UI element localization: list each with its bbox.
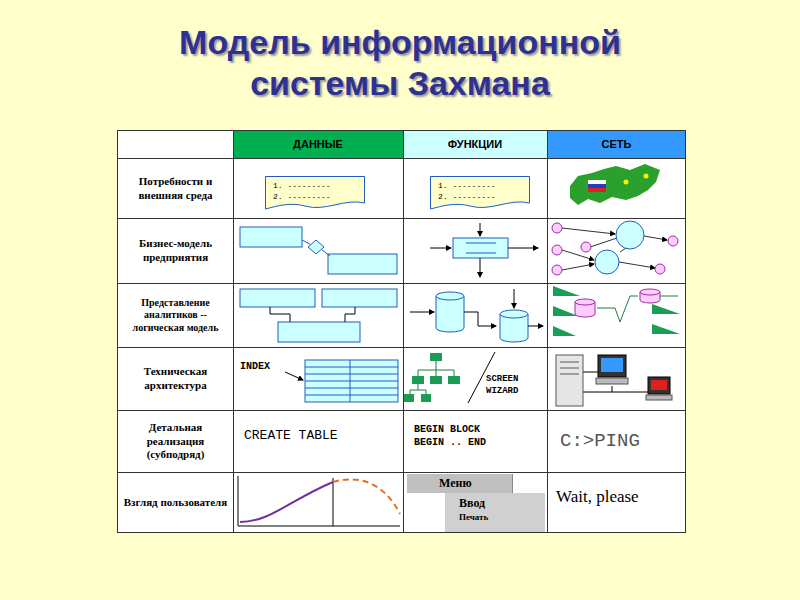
code-text-cell: CREATE TABLE: [244, 424, 394, 446]
index-table: [285, 360, 398, 402]
process-model: [430, 223, 538, 277]
code-text: CREATE TABLE: [244, 428, 338, 443]
node-text: Ввод: [459, 496, 545, 511]
distribution-model: [553, 286, 680, 336]
code-text: INDEX: [240, 361, 270, 372]
row-header: Взгляд пользователя: [124, 496, 227, 510]
row-header-cell: Бизнес-модель предприятия: [118, 219, 233, 283]
document-path: [431, 177, 530, 210]
column-header: ФУНКЦИИ: [448, 138, 502, 150]
node-text: Печать: [459, 511, 545, 524]
status-text: Wait, please: [556, 487, 639, 507]
row-header: Потребности и внешняя среда: [121, 175, 230, 203]
menu-bar: Меню: [407, 474, 513, 493]
row-header-cell: Детальная реализация (субподряд): [118, 411, 233, 472]
header-fill: [233, 130, 403, 158]
document-shape: 1. ---------2. ---------: [265, 176, 365, 210]
row-header: Техническая архитектура: [121, 365, 230, 393]
node-text: 2. ---------: [265, 191, 365, 202]
site-network: [552, 221, 678, 275]
module-tree: [404, 352, 495, 403]
code-text: SCREEN WIZARD: [486, 373, 546, 397]
code-text: C:>PING: [560, 430, 640, 452]
document-path: [266, 177, 365, 210]
column-header: ДАННЫЕ: [293, 138, 343, 150]
node-text: 2. ---------: [430, 191, 530, 202]
row-header: Бизнес-модель предприятия: [121, 237, 230, 265]
row-header: Представление аналитиков -- логическая м…: [121, 297, 230, 335]
header-fill: [403, 130, 547, 158]
russia-map: [570, 164, 660, 205]
logical-data-model: [240, 289, 397, 342]
header-fill: [547, 130, 686, 158]
code-text-cell: BEGIN BLOCK BEGIN .. END: [414, 413, 486, 459]
node-text: 1. ---------: [265, 180, 365, 191]
table-grid: [117, 130, 686, 533]
column-header: СЕТЬ: [602, 138, 632, 150]
row-header-cell: Потребности и внешняя среда: [118, 159, 233, 218]
status-text-cell: Wait, please: [556, 484, 684, 510]
document-shape: 1. ---------2. ---------: [430, 176, 530, 210]
node-text: Меню: [439, 476, 512, 491]
row-header-cell: Взгляд пользователя: [118, 473, 233, 533]
row-header-cell: Техническая архитектура: [118, 348, 233, 410]
table-ground: [117, 130, 686, 533]
column-header-cell: СЕТЬ: [547, 130, 686, 158]
computer-network: [556, 355, 672, 406]
page-title: Модель информационной системы Захмана: [120, 22, 680, 104]
code-text-cell: C:>PING: [560, 426, 680, 456]
row-header-cell: Представление аналитиков -- логическая м…: [118, 284, 233, 347]
column-header-cell: ДАННЫЕ: [233, 130, 403, 158]
column-header-cell: ФУНКЦИИ: [403, 130, 547, 158]
row-header: Детальная реализация (субподряд): [121, 421, 230, 462]
code-text-cell: SCREEN WIZARD: [486, 370, 546, 400]
data-flow: [410, 289, 543, 342]
dropdown-menu: ВводПечать: [445, 493, 545, 532]
entity-model: [240, 227, 397, 274]
node-text: 1. ---------: [430, 180, 530, 191]
response-curve: [238, 476, 400, 526]
code-text-cell: INDEX: [240, 358, 290, 374]
code-text: BEGIN BLOCK BEGIN .. END: [414, 423, 486, 449]
